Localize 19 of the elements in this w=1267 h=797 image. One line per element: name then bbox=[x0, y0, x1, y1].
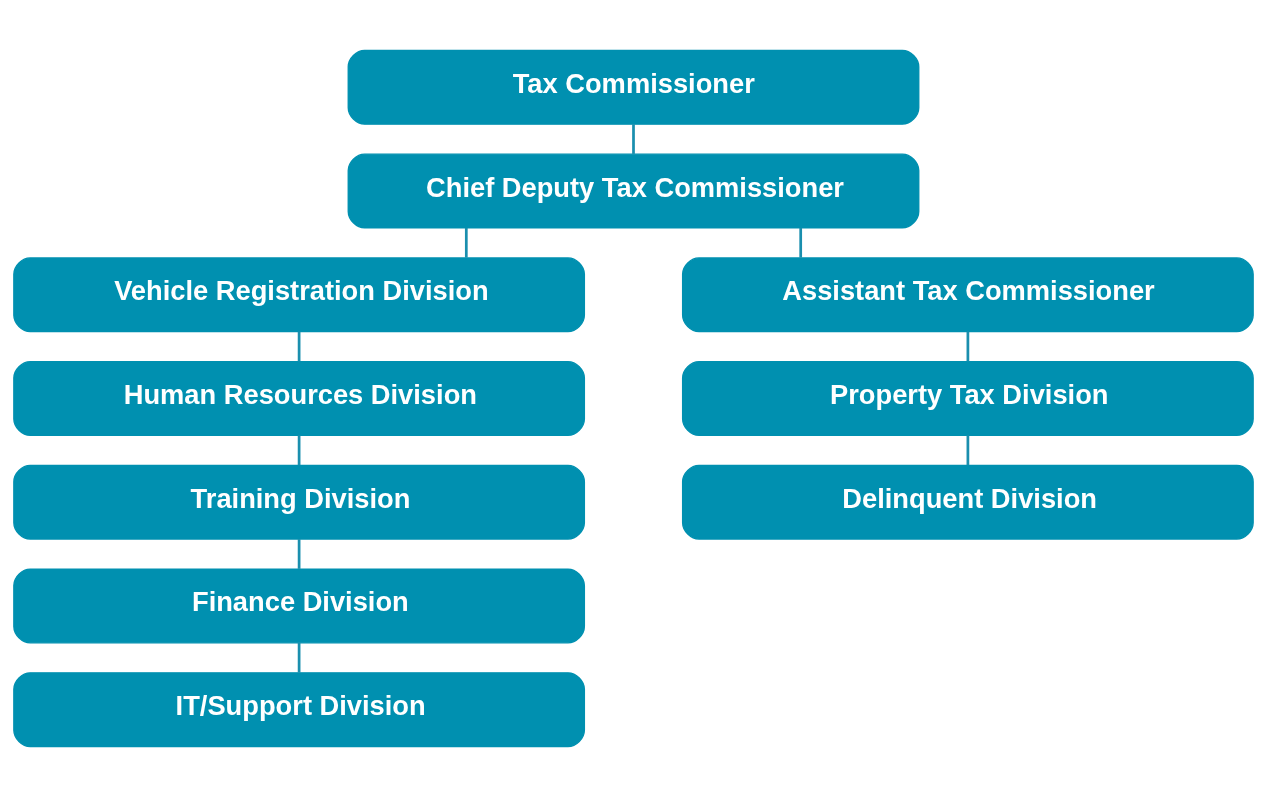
connector bbox=[799, 227, 803, 258]
node-box: Assistant Tax Commissioner bbox=[681, 257, 1254, 333]
node-box: Property Tax Division bbox=[681, 360, 1254, 437]
connector bbox=[632, 124, 635, 154]
node-box: Delinquent Division bbox=[681, 464, 1254, 540]
node-box: Finance Division bbox=[13, 568, 586, 644]
connector bbox=[464, 227, 468, 258]
connector bbox=[297, 642, 301, 673]
connector bbox=[297, 435, 301, 466]
node-box: IT/Support Division bbox=[13, 672, 586, 748]
connector bbox=[297, 539, 301, 569]
node-box: Tax Commissioner bbox=[347, 49, 920, 125]
connector bbox=[966, 331, 970, 362]
connector bbox=[297, 331, 301, 362]
node-box: Vehicle Registration Division bbox=[13, 257, 586, 333]
node-box: Human Resources Division bbox=[13, 360, 586, 437]
connector bbox=[966, 435, 970, 466]
node-box: Training Division bbox=[13, 464, 586, 540]
node-box: Chief Deputy Tax Commissioner bbox=[347, 153, 920, 229]
